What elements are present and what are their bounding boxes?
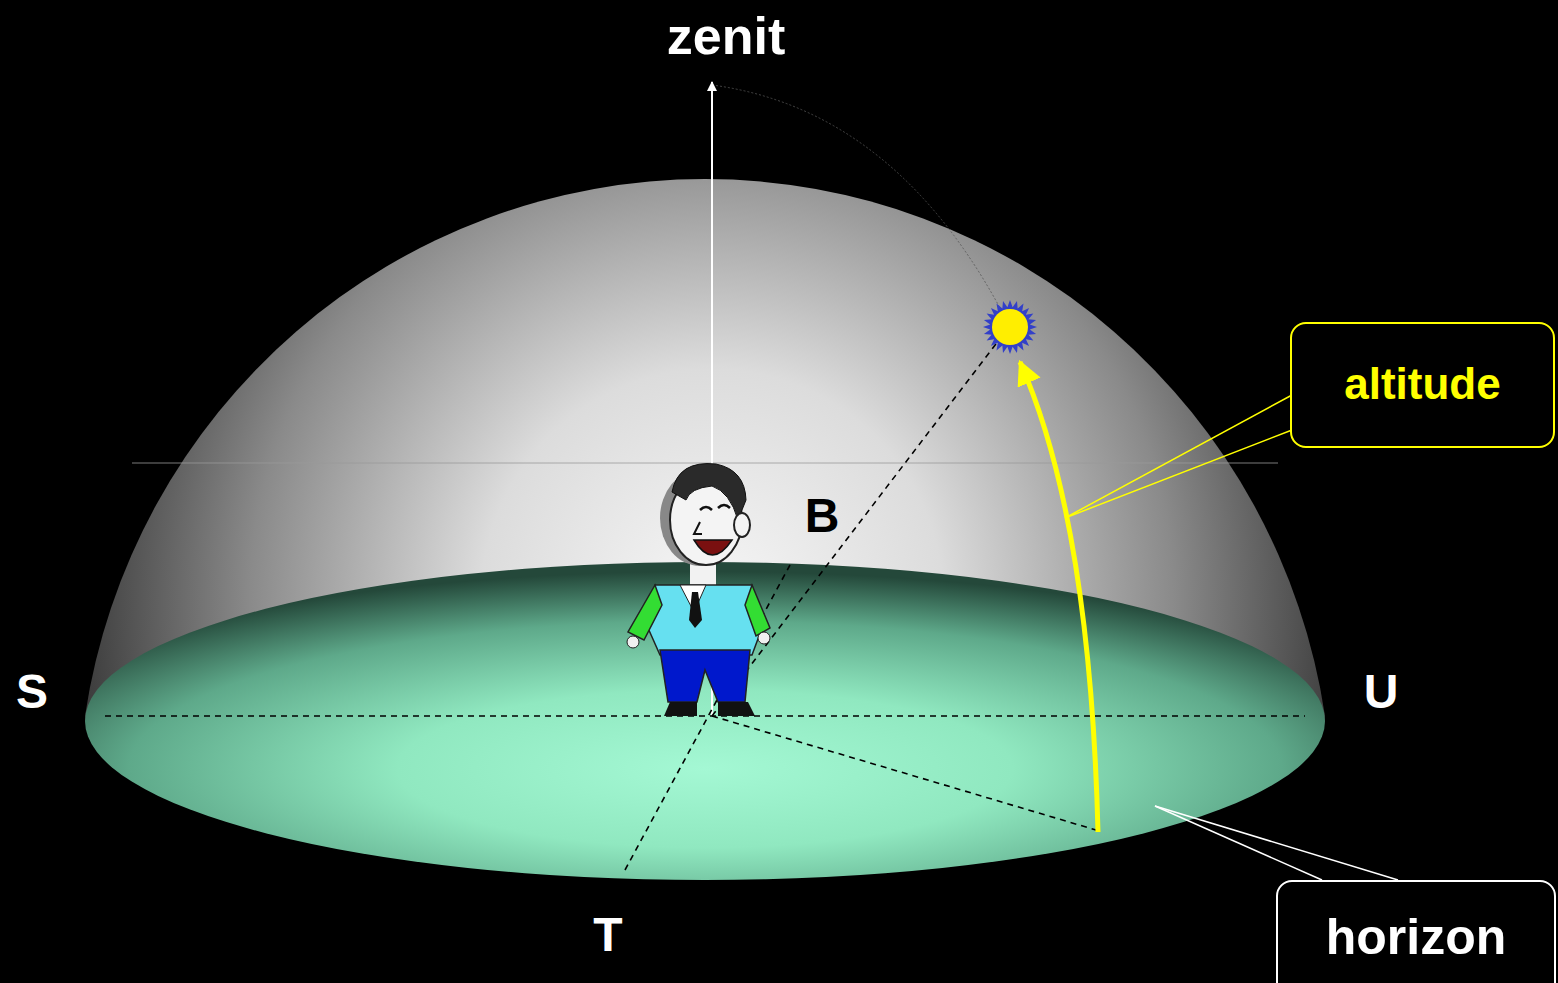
axis-lines bbox=[105, 332, 1305, 870]
leader-line bbox=[1155, 806, 1322, 880]
sun-rays bbox=[983, 300, 1037, 354]
direction-label: S bbox=[16, 668, 48, 716]
direction-label: U bbox=[1364, 668, 1399, 716]
south-north-axis bbox=[105, 715, 1305, 717]
direction-label: B bbox=[805, 492, 840, 540]
direction-label: T bbox=[593, 911, 622, 959]
observer-figure bbox=[627, 464, 770, 716]
east-west-axis bbox=[625, 565, 790, 870]
azimuth-line bbox=[712, 716, 1096, 830]
sun-symbol bbox=[983, 300, 1037, 354]
callout-box: horizon bbox=[1276, 880, 1556, 983]
zenith-label: zenit bbox=[667, 10, 785, 62]
callout-box: altitude bbox=[1290, 322, 1555, 448]
sun-disc bbox=[992, 309, 1028, 345]
callout-text: horizon bbox=[1278, 912, 1554, 962]
horizon-plane bbox=[85, 562, 1325, 880]
leader-line bbox=[1065, 395, 1292, 518]
sight-line bbox=[712, 332, 1005, 716]
callout-text: altitude bbox=[1292, 362, 1553, 406]
meridian-arc bbox=[712, 85, 1010, 327]
altitude-arrow bbox=[1020, 362, 1098, 832]
leader-line bbox=[1155, 806, 1398, 880]
callout-leaders bbox=[1065, 395, 1398, 880]
leader-line bbox=[1065, 430, 1292, 518]
